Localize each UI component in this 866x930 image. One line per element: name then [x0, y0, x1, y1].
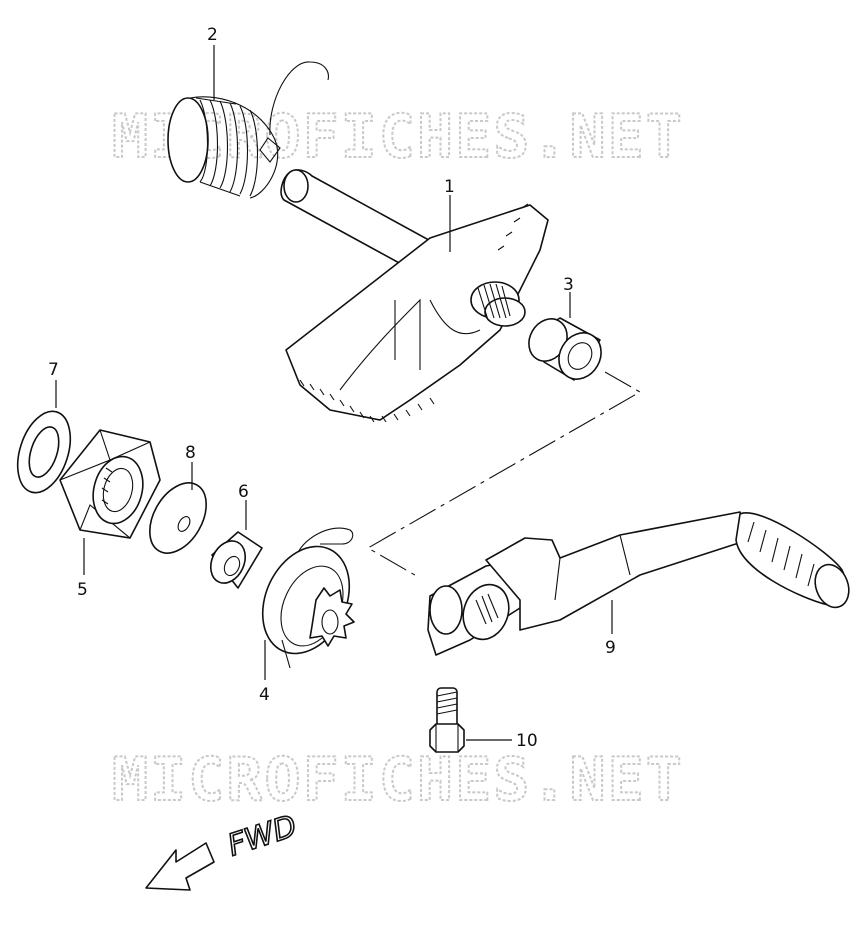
lever-grip [735, 512, 850, 609]
part-5-nut[interactable] [59, 429, 161, 539]
part-2-spring[interactable] [167, 61, 329, 199]
forward-direction-indicator: FWD [145, 808, 302, 891]
part-6-collar[interactable] [204, 531, 263, 589]
assembly-line [366, 371, 642, 579]
fwd-label: FWD [224, 809, 301, 864]
part-3-bushing[interactable] [521, 312, 609, 387]
part-7-washer[interactable] [8, 405, 80, 500]
forward-arrow-icon [145, 842, 215, 891]
callout-6: 6 [238, 482, 249, 502]
part-9-kick-lever[interactable] [427, 511, 855, 656]
callout-1: 1 [444, 177, 455, 197]
callout-4: 4 [259, 685, 270, 705]
callout-2: 2 [207, 25, 218, 45]
part-10-bolt[interactable] [429, 687, 465, 753]
callout-9: 9 [605, 638, 616, 658]
part-4-idle-gear[interactable] [246, 527, 366, 669]
watermark-bottom: MICROFICHES.NET [112, 745, 684, 815]
callout-10: 10 [516, 731, 538, 751]
shaft-spline-end [470, 281, 526, 327]
callout-8: 8 [185, 443, 196, 463]
part-8-washer[interactable] [138, 473, 218, 563]
callout-3: 3 [563, 275, 574, 295]
callout-7: 7 [48, 360, 59, 380]
callout-5: 5 [77, 580, 88, 600]
part-1-kick-shaft[interactable] [280, 169, 549, 423]
